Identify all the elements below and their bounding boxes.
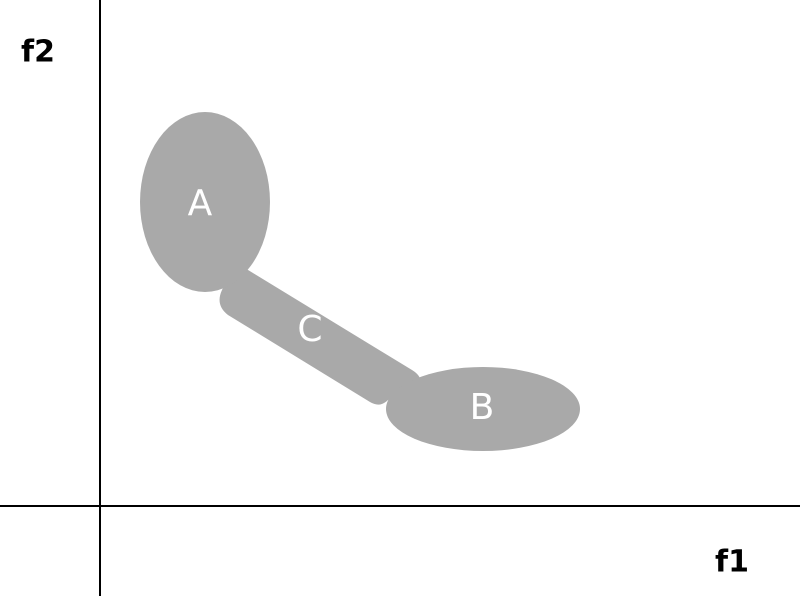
x-axis-label: f1 <box>715 545 749 580</box>
region-b-label: B <box>470 387 495 428</box>
region-a-shape <box>140 112 270 292</box>
region-c-label: C <box>297 309 322 350</box>
region-b-shape <box>386 367 580 451</box>
region-a-label: A <box>188 183 213 224</box>
region-c-shape <box>219 262 421 405</box>
y-axis-label: f2 <box>21 35 55 70</box>
